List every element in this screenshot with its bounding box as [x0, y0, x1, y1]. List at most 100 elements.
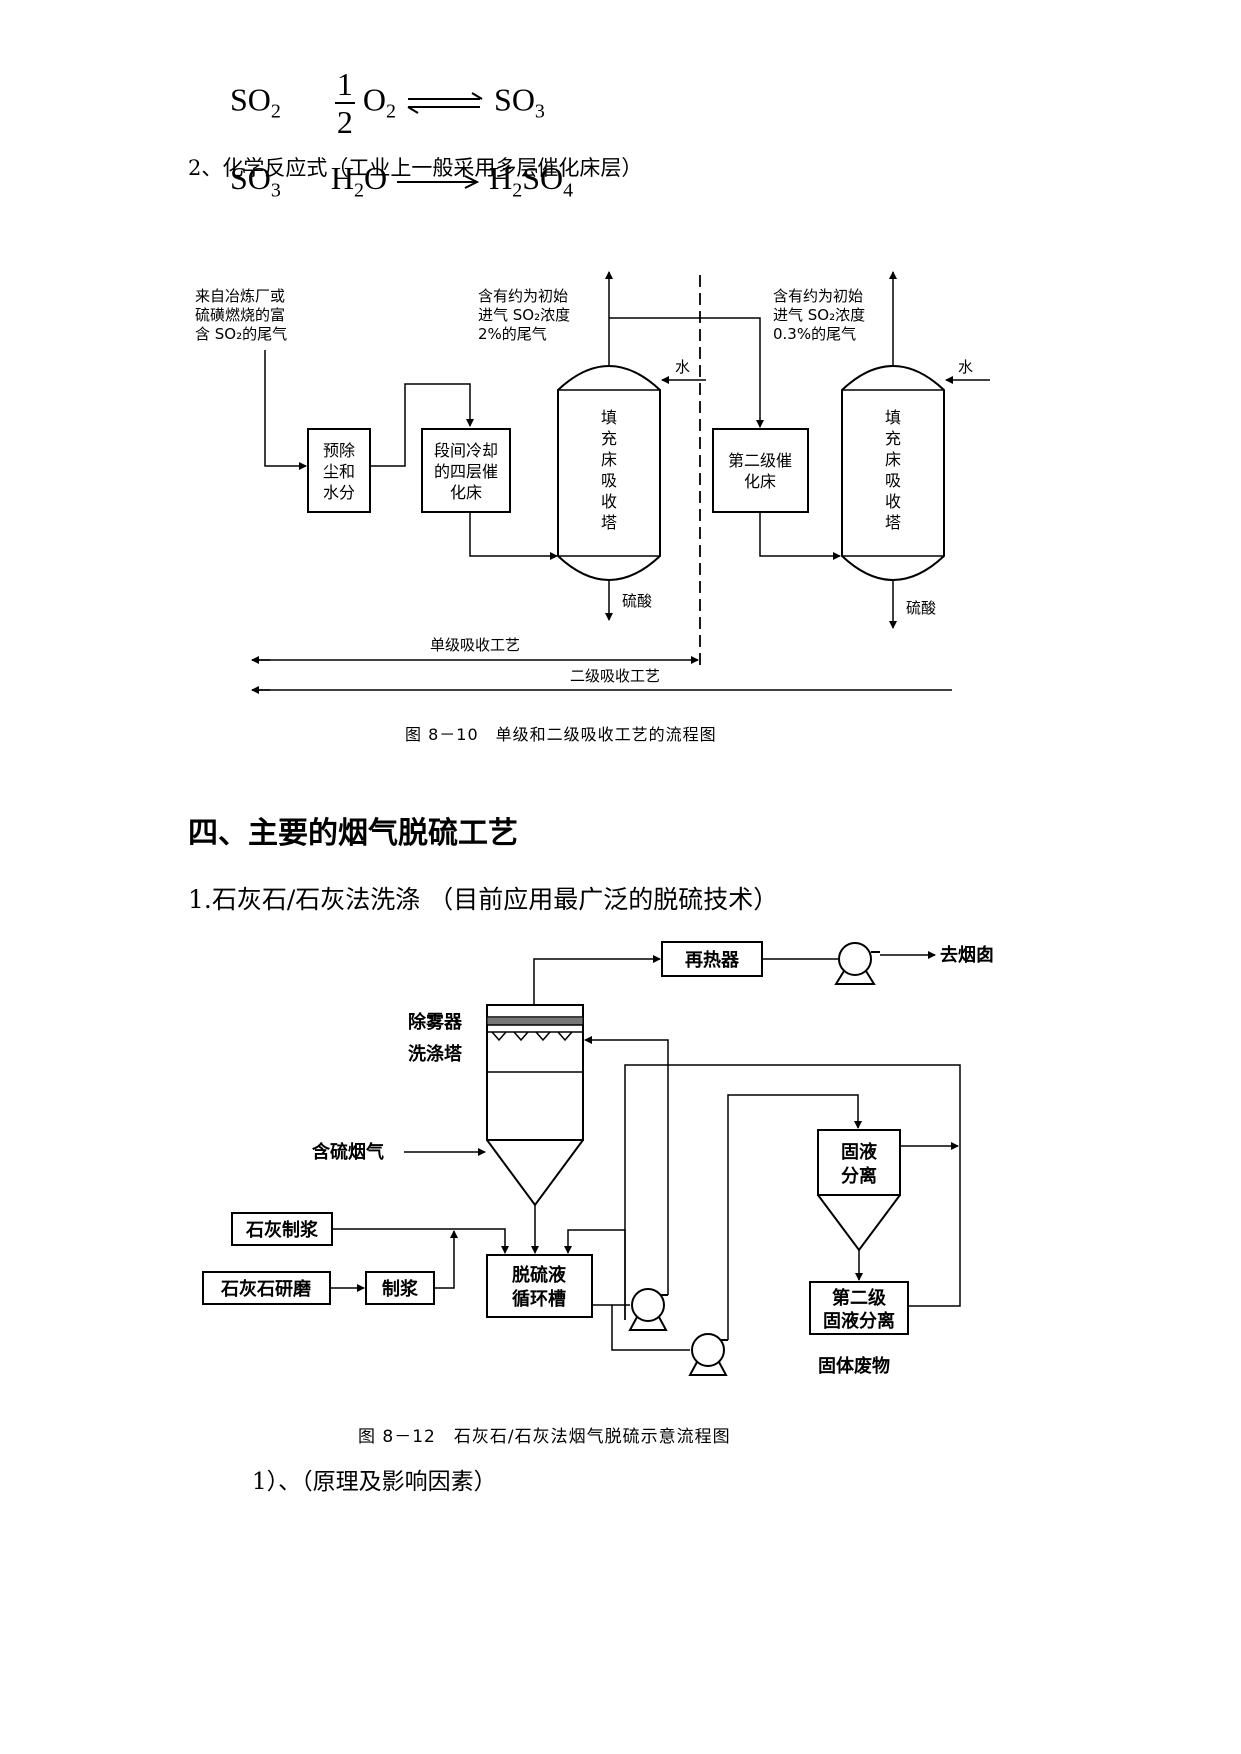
- flow-stage2-to-tower2: [759, 512, 841, 560]
- eq2-product-sub: 2: [512, 179, 523, 202]
- figure-8-12: 再热器 去烟囱 除雾器 洗涤塔 含硫烟气 石灰制浆 石灰石研磨 制浆: [202, 941, 994, 1447]
- demister-label: 除雾器: [408, 1011, 463, 1033]
- separator1-line-1: 固液: [841, 1141, 878, 1163]
- span1-label: 单级吸收工艺: [430, 636, 520, 654]
- flow-catalyst-to-tower1: [469, 512, 558, 560]
- demister-layer: [486, 1016, 584, 1026]
- circ-tank-line-1: 脱硫液: [512, 1264, 567, 1286]
- tail2-line-2: 进气 SO₂浓度: [773, 306, 865, 324]
- box-circulation-tank: [486, 1254, 593, 1318]
- span2-label: 二级吸收工艺: [570, 667, 660, 685]
- box-pre-line-1: 预除: [323, 441, 355, 460]
- fan-icon: [834, 942, 880, 985]
- item-1-lime-scrubbing: 1.石灰石/石灰法洗涤 （目前应用最广泛的脱硫技术）: [188, 885, 779, 914]
- reheater-label: 再热器: [685, 949, 740, 971]
- eq1-fraction: 1 2: [334, 66, 355, 140]
- tail2-line-1: 含有约为初始: [773, 287, 863, 305]
- box-stage2-line-1: 第二级催: [728, 451, 792, 470]
- separator1-line-2: 分离: [841, 1165, 877, 1187]
- box-pre-line-3: 水分: [323, 483, 355, 502]
- separator1-cone: [817, 1194, 901, 1252]
- pump-2-icon: [688, 1333, 728, 1376]
- flow-pump2-to-separator: [727, 1094, 862, 1340]
- pump-1-icon: [628, 1288, 668, 1331]
- tower1-char-5: 收: [601, 492, 617, 511]
- box-pre-treatment: [307, 428, 371, 513]
- flue-gas-label: 含硫烟气: [312, 1141, 384, 1163]
- figure2-caption: 图 8－12 石灰石/石灰法烟气脱硫示意流程图: [358, 1427, 731, 1447]
- eq2-reactant1: SO: [230, 160, 271, 196]
- solid-waste-label: 固体废物: [818, 1355, 890, 1377]
- flow-return-to-tank: [564, 1229, 626, 1320]
- tail1-line-3: 2%的尾气: [478, 325, 547, 343]
- tower1-char-2: 充: [601, 429, 617, 448]
- flow-slurry-up: [434, 1230, 458, 1289]
- figure1-caption: 图 8－10 单级和二级吸收工艺的流程图: [405, 725, 717, 744]
- subitem-1-principle: 1）、（原理及影响因素）: [252, 1469, 497, 1495]
- box-separator-1: [817, 1129, 901, 1196]
- tail2-line-3: 0.3%的尾气: [773, 325, 856, 343]
- flow-tank-to-pump2: [611, 1305, 690, 1351]
- water1-label: 水: [675, 358, 690, 376]
- eq2-reactant2-sub: 2: [354, 179, 365, 202]
- tower2-char-2: 充: [885, 429, 901, 448]
- box-separator-2: [809, 1281, 909, 1335]
- eq1-frac-num: 1: [334, 66, 355, 104]
- box-catalyst-line-3: 化床: [450, 483, 482, 502]
- separator2-line-1: 第二级: [832, 1287, 887, 1309]
- eq2-product-mid: SO: [522, 160, 564, 196]
- equation-1: SO2 1 2 O2 SO3: [230, 68, 545, 138]
- lime-slurry-label: 石灰制浆: [245, 1219, 319, 1241]
- tower2-char-3: 床: [885, 450, 901, 469]
- separator2-line-2: 固液分离: [823, 1310, 895, 1332]
- source-label-line-2: 硫磺燃烧的富: [195, 306, 285, 324]
- slurry-label: 制浆: [382, 1278, 419, 1300]
- eq1-frac-den: 2: [336, 104, 353, 140]
- circ-tank-line-2: 循环槽: [512, 1288, 566, 1310]
- equation-2: SO3 H2O H2SO4: [230, 160, 573, 202]
- spray-nozzles: [487, 1031, 583, 1042]
- acid2-label: 硫酸: [906, 599, 936, 617]
- limestone-grind-label: 石灰石研磨: [220, 1278, 311, 1300]
- flow-return-line: [624, 1064, 961, 1320]
- eq2-reactant1-sub: 3: [270, 179, 281, 202]
- section-4-heading: 四、主要的烟气脱硫工艺: [188, 816, 518, 851]
- eq1-reactant2: O: [362, 81, 387, 118]
- tower1-char-6: 塔: [601, 513, 617, 532]
- tail1-line-1: 含有约为初始: [478, 287, 568, 305]
- box-pre-line-2: 尘和: [323, 462, 355, 481]
- tower1-char-3: 床: [601, 450, 617, 469]
- to-chimney-label: 去烟囱: [940, 944, 994, 966]
- eq1-product-sub: 3: [534, 100, 545, 123]
- box-catalyst-line-2: 的四层催: [434, 462, 498, 481]
- box-stage2-line-2: 化床: [744, 472, 776, 491]
- eq2-product: H: [489, 160, 513, 196]
- eq2-reactant2: H: [330, 160, 355, 196]
- tower1-char-4: 吸: [601, 471, 617, 490]
- source-label-line-3: 含 SO₂的尾气: [195, 325, 287, 343]
- acid1-label: 硫酸: [622, 592, 652, 610]
- box-stage2-catalyst: [712, 428, 809, 513]
- scrubber-label: 洗涤塔: [408, 1043, 463, 1065]
- source-label-line-1: 来自冶炼厂或: [195, 287, 285, 305]
- scrubber-cone: [486, 1139, 584, 1207]
- eq1-product: SO: [494, 81, 535, 118]
- tower2-char-1: 填: [885, 408, 901, 427]
- flow-scrubber-to-reheater: [533, 955, 661, 1005]
- eq1-reactant1-sub: 2: [270, 100, 281, 123]
- tower1-char-1: 填: [601, 408, 617, 427]
- eq1-equilibrium-arrow: [407, 92, 483, 114]
- box-catalyst-line-1: 段间冷却: [434, 441, 498, 460]
- eq1-reactant2-sub: 2: [386, 100, 397, 123]
- tower2-char-4: 吸: [885, 471, 901, 490]
- eq2-product-sub2: 4: [563, 179, 574, 202]
- box-catalyst-bed: [421, 428, 511, 513]
- tower2-char-6: 塔: [885, 513, 901, 532]
- flow-pump1-to-spray: [584, 1036, 669, 1295]
- tower2-char-5: 收: [885, 492, 901, 511]
- flow-lime-slurry-to-tank: [332, 1228, 509, 1254]
- eq2-reaction-arrow: [397, 174, 480, 189]
- section-2-line: 2、化学反应式（工业上一般采用多层催化床层）: [188, 156, 643, 180]
- flow-tower1-to-stage2: [609, 317, 764, 428]
- eq1-reactant1: SO: [230, 81, 271, 118]
